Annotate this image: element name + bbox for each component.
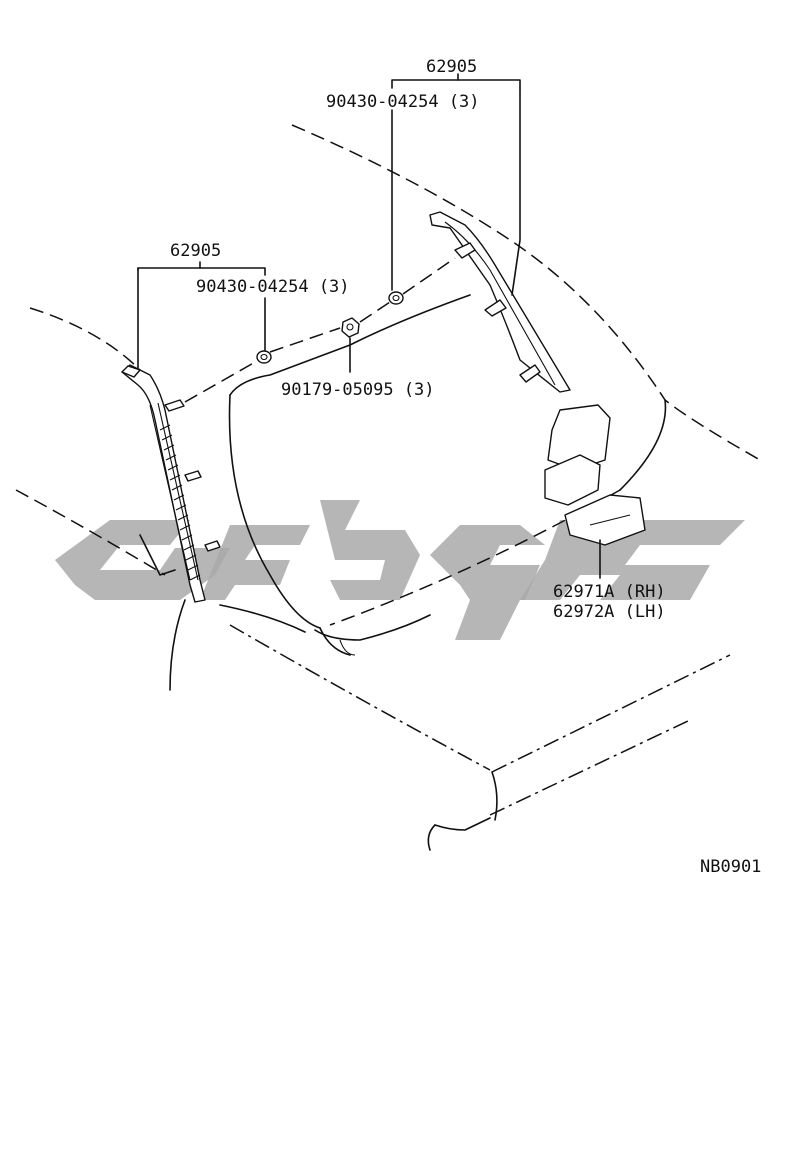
label-nut: 90179-05095 (3) (281, 380, 435, 400)
label-left-clip: 90430-04254 (3) (196, 277, 350, 297)
right-clip (359, 257, 456, 323)
label-left-molding-assy: 62905 (170, 241, 221, 261)
diagram-code: NB0901 (700, 857, 761, 877)
label-cover-lh: 62972A (LH) (553, 602, 666, 622)
watermark-logo (55, 500, 745, 640)
left-clip (184, 350, 272, 403)
left-pillar-molding (121, 364, 221, 603)
right-pillar-molding (429, 211, 571, 393)
pillar-cover (544, 404, 646, 546)
leader-lines (137, 73, 601, 579)
label-cover-rh: 62971A (RH) (553, 582, 666, 602)
right-molding-studs (454, 242, 541, 383)
nut (269, 317, 360, 353)
left-molding-studs (164, 399, 221, 552)
body-outline (15, 124, 761, 851)
label-right-clip: 90430-04254 (3) (326, 92, 480, 112)
label-right-molding-assy: 62905 (426, 57, 477, 77)
